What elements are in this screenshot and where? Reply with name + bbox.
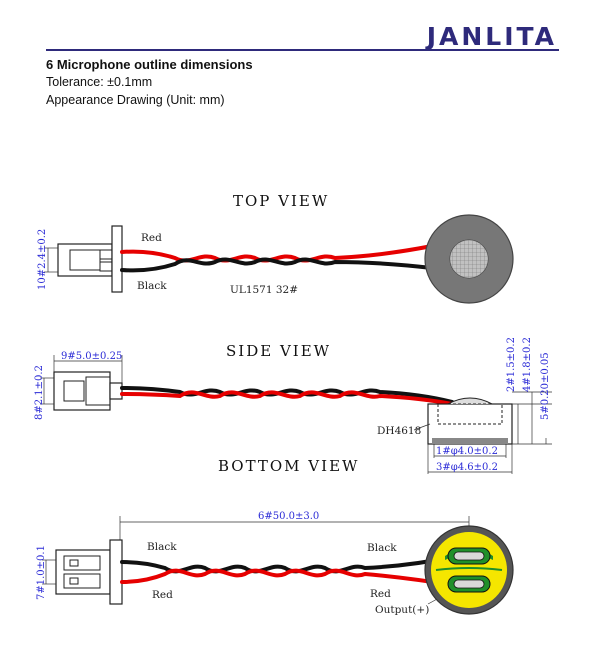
- dim-6-label: 6#50.0±3.0: [258, 511, 319, 522]
- dim-5-label: 5#0.20±0.05: [540, 352, 551, 420]
- output-positive-label: Output(+): [375, 604, 429, 616]
- side-view-dim-9: 9#5.0±0.25: [53, 351, 123, 383]
- bottom-black-label-left: Black: [147, 541, 177, 553]
- side-view-connector: [53, 371, 123, 411]
- bottom-view-dim-6: 6#50.0±3.0: [119, 511, 470, 544]
- top-view-connector: [57, 225, 123, 293]
- header-rule: [46, 49, 559, 51]
- dim-3-label: 3#φ4.6±0.2: [436, 462, 498, 473]
- bottom-view-capsule-pcb: [424, 525, 514, 615]
- tolerance-text: Tolerance: ±0.1mm: [46, 75, 153, 89]
- dim-8-label: 8#2.1±0.2: [34, 365, 45, 420]
- top-view-heading: TOP VIEW: [233, 192, 329, 210]
- capsule-model-label: DH4618: [377, 425, 421, 437]
- bottom-view-heading: BOTTOM VIEW: [218, 457, 359, 475]
- top-view-dim-10: 10#2.4±0.2: [37, 229, 58, 290]
- side-view-wires: [120, 386, 454, 406]
- dim-4-label: 4#1.8±0.2: [522, 337, 533, 392]
- side-view-dim-2-4-5: 2#1.5±0.2 4#1.8±0.2 5#0.20±0.05: [506, 337, 552, 445]
- side-view-heading: SIDE VIEW: [226, 342, 331, 360]
- side-view-dim-8: 8#2.1±0.2: [34, 365, 54, 420]
- section-title: 6 Microphone outline dimensions: [46, 57, 253, 72]
- top-view-wires: [120, 244, 434, 273]
- dim-7-label: 7#1.0±0.1: [36, 545, 47, 600]
- dim-10-label: 10#2.4±0.2: [37, 229, 48, 290]
- drawing-note: Appearance Drawing (Unit: mm): [46, 93, 225, 107]
- top-view-capsule: [424, 214, 514, 304]
- bottom-black-label-right: Black: [367, 542, 397, 554]
- top-red-label: Red: [141, 232, 162, 244]
- bottom-view-wires: [120, 554, 460, 588]
- dim-2-label: 2#1.5±0.2: [506, 337, 517, 392]
- bottom-view-dim-7: 7#1.0±0.1: [36, 545, 56, 600]
- dim-1-label: 1#φ4.0±0.2: [436, 446, 498, 457]
- bottom-red-label-left: Red: [152, 589, 173, 601]
- cable-spec-label: UL1571 32#: [230, 284, 298, 296]
- bottom-red-label-right: Red: [370, 588, 391, 600]
- side-view-capsule: [427, 397, 513, 445]
- top-black-label: Black: [137, 280, 167, 292]
- brand-logo: JANLITA: [426, 22, 557, 51]
- side-view-dim-1-3: 1#φ4.0±0.2 3#φ4.6±0.2: [427, 444, 513, 474]
- bottom-view-connector: [55, 539, 123, 605]
- dim-9-label: 9#5.0±0.25: [61, 351, 122, 362]
